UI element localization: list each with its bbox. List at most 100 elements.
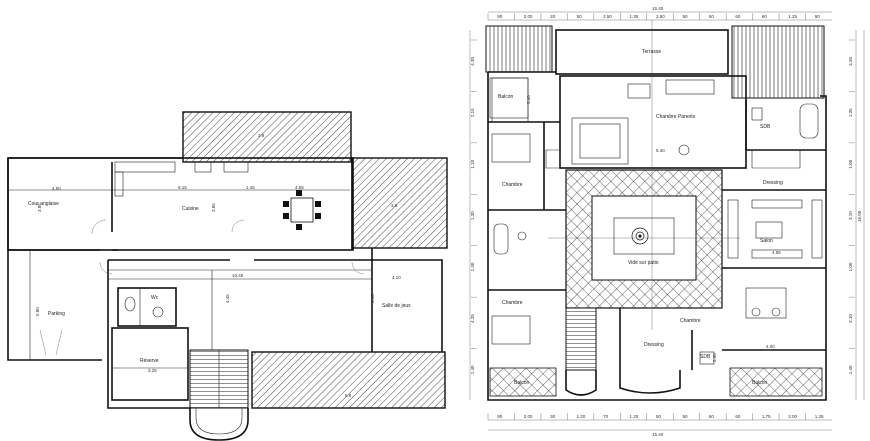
bot-dim-label: 2.00 bbox=[524, 414, 533, 419]
left-dimension-column: 4.30 2.15 1.10 1.30 1.40 4.35 1.40 bbox=[470, 39, 477, 374]
dim-salle-h: 4.45 bbox=[370, 294, 375, 303]
left-dim-label: 2.15 bbox=[470, 108, 475, 117]
room-label-sdb-top: SDB bbox=[760, 124, 771, 130]
right-dim-label: 3.10 bbox=[848, 211, 853, 220]
room-label-chambre-3: Chambre bbox=[680, 318, 701, 324]
right-dim-label: 1.40 bbox=[848, 365, 853, 374]
dim-small: 1.45 bbox=[246, 185, 255, 190]
right-dim-label: 1.00 bbox=[848, 159, 853, 168]
top-dim-label: 20 bbox=[550, 14, 556, 19]
room-label-chambre-2: Chambre bbox=[502, 300, 523, 306]
room-label-wc: Wc bbox=[151, 295, 159, 301]
top-dim-label: 90 bbox=[497, 14, 503, 19]
room-label-cour: Cour anglaise bbox=[28, 201, 59, 207]
dim-mid-w: 10.45 bbox=[232, 273, 244, 278]
bot-dim-label: 30 bbox=[550, 414, 556, 419]
bot-dim-label: 50 bbox=[656, 414, 662, 419]
top-dim-label: 50 bbox=[682, 14, 688, 19]
room-label-vide: Vide sur patio bbox=[628, 260, 659, 266]
top-dim-label: 2.50 bbox=[603, 14, 612, 19]
bot-dim-label: 60 bbox=[735, 414, 741, 419]
hatch-top bbox=[182, 111, 352, 163]
dim-ch3-w: 4.00 bbox=[766, 344, 775, 349]
dim-hatch-b: 3.8 bbox=[391, 203, 398, 208]
left-dim-label: 1.10 bbox=[470, 159, 475, 168]
bot-dim-label: 1.20 bbox=[577, 414, 586, 419]
top-dim-label: 2.00 bbox=[524, 14, 533, 19]
top-dim-label: 1.35 bbox=[630, 14, 639, 19]
top-dim-label: 50 bbox=[709, 14, 715, 19]
bot-dim-label: 50 bbox=[682, 414, 688, 419]
left-dim-label: 1.30 bbox=[470, 211, 475, 220]
top-dim-label: 2.50 bbox=[656, 14, 665, 19]
stair-right bbox=[565, 307, 597, 371]
dim-mid-h: 4.45 bbox=[225, 294, 230, 303]
room-label-dressing-bot: Dressing bbox=[644, 342, 664, 348]
patio-fountain bbox=[631, 227, 649, 245]
right-dim-label: 1.00 bbox=[848, 262, 853, 271]
room-label-balcon-br: Balcon bbox=[752, 380, 768, 386]
room-label-chambre-1: Chambre bbox=[502, 182, 523, 188]
left-dim-label: 1.40 bbox=[470, 365, 475, 374]
room-label-dressing-top: Dressing bbox=[763, 180, 783, 186]
dim-right-total: 16.00 bbox=[857, 210, 862, 222]
room-label-salle: Salle de jeux bbox=[382, 303, 411, 309]
dim-cour-h: 3.85 bbox=[37, 203, 42, 212]
room-label-sdb-bot: SDB bbox=[700, 354, 711, 360]
right-dim-label: 1.35 bbox=[848, 108, 853, 117]
left-dim-label: 1.40 bbox=[470, 262, 475, 271]
top-dimension-row: 90 2.00 20 50 2.50 1.35 2.50 50 50 60 60 1.25 90 bbox=[487, 13, 821, 20]
dim-cuisine-w: 6.15 bbox=[178, 185, 187, 190]
dim-dining-w: 4.55 bbox=[295, 185, 304, 190]
dining-table bbox=[283, 190, 321, 230]
top-dim-label: 60 bbox=[762, 14, 768, 19]
dim-center: 5.40 bbox=[656, 148, 665, 153]
bottom-dimension-row: 90 2.00 30 1.20 70 1.20 50 50 60 60 1.75 2.00 1.35 bbox=[487, 413, 824, 420]
hatch-bottom bbox=[251, 351, 446, 409]
dim-salon-w: 4.65 bbox=[772, 250, 781, 255]
bot-dim-label: 1.35 bbox=[815, 414, 824, 419]
balcony-br bbox=[729, 367, 823, 397]
bot-dim-label: 90 bbox=[497, 414, 503, 419]
bot-dim-label: 70 bbox=[603, 414, 609, 419]
room-label-parking: Parking bbox=[48, 311, 65, 317]
top-dim-label: 1.25 bbox=[788, 14, 797, 19]
dim-hatch-c: 5.8 bbox=[345, 393, 352, 398]
bot-dim-label: 1.20 bbox=[630, 414, 639, 419]
left-floor-plan: Cour anglaise Cuisine Parking Salle de j… bbox=[7, 111, 448, 441]
bot-dim-label: 60 bbox=[709, 414, 715, 419]
dim-hatch-a: 3.8 bbox=[258, 133, 265, 138]
room-label-balcon-top: Balcon bbox=[498, 94, 514, 100]
right-dim-label: 3.10 bbox=[848, 314, 853, 323]
right-dimension-column: 4.30 1.35 1.00 3.10 1.00 3.10 1.40 bbox=[848, 39, 855, 374]
dim-cour-w: 4.50 bbox=[52, 186, 61, 191]
dim-bottom-total: 15.40 bbox=[652, 432, 664, 437]
bot-dim-label: 1.75 bbox=[762, 414, 771, 419]
dim-balcon-h: 2.40 bbox=[526, 95, 531, 104]
pergola-left bbox=[485, 25, 553, 73]
dim-parking-h: 5.80 bbox=[35, 307, 40, 316]
bot-dim-label: 2.00 bbox=[788, 414, 797, 419]
top-dim-label: 60 bbox=[735, 14, 741, 19]
right-dim-label: 4.30 bbox=[848, 56, 853, 65]
dim-cuisine-h: 3.85 bbox=[211, 203, 216, 212]
room-label-cuisine: Cuisine bbox=[182, 206, 199, 212]
hatch-right bbox=[351, 157, 448, 249]
dim-res: 3.25 bbox=[148, 368, 157, 373]
top-dim-label: 50 bbox=[577, 14, 583, 19]
left-dim-label: 4.30 bbox=[470, 56, 475, 65]
left-dim-label: 4.35 bbox=[470, 314, 475, 323]
room-label-salon: Salon bbox=[760, 238, 773, 244]
pergola-right bbox=[731, 25, 825, 99]
room-label-reserve: Réserve bbox=[140, 358, 159, 364]
dim-top-total: 15.40 bbox=[652, 6, 664, 11]
balcony-bl bbox=[489, 367, 557, 397]
top-dim-label: 90 bbox=[815, 14, 821, 19]
dim-bal2: 2.00 bbox=[712, 353, 717, 362]
dim-salle-w: 4.10 bbox=[392, 275, 401, 280]
right-floor-plan: 15.40 90 2.00 20 50 2.50 1.35 2.50 50 50 60 60 1.25… bbox=[469, 6, 865, 437]
room-label-balcon-bl: Balcon bbox=[514, 380, 530, 386]
room-label-chambre-parents: Chambre Parents bbox=[656, 114, 696, 120]
room-label-terrasse: Terrasse bbox=[642, 49, 661, 55]
